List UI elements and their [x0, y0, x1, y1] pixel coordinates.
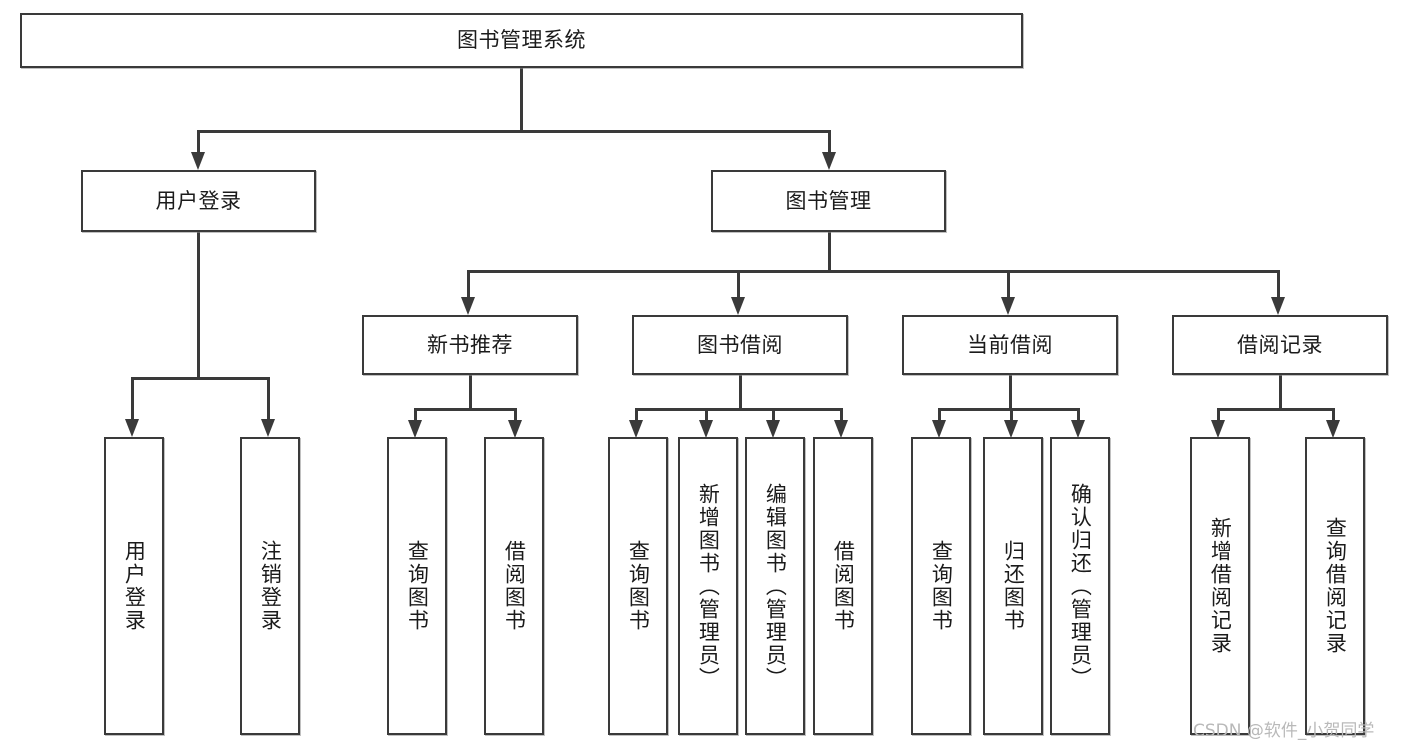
leaf-borrow-borrow-book[interactable]: 借阅图书: [813, 437, 873, 735]
arrowhead-current-return: [1004, 420, 1018, 438]
connector-userlogin-bus: [131, 377, 270, 380]
connector-bookborrow-drop-4: [840, 408, 843, 420]
leaf-borrow-borrow-book-label: 借阅图书: [831, 540, 856, 632]
arrowhead-borrow-add: [699, 420, 713, 438]
leaf-user-login-label: 用户登录: [122, 540, 147, 632]
arrowhead-leaf-user-logout: [261, 419, 275, 437]
connector-record-bus: [1217, 408, 1335, 411]
leaf-current-return-book[interactable]: 归还图书: [983, 437, 1043, 735]
connector-bookmanage-drop-4: [1277, 270, 1280, 297]
connector-current-drop-1: [938, 408, 941, 420]
connector-record-drop-1: [1217, 408, 1220, 420]
connector-bookborrow-bus: [635, 408, 843, 411]
connector-bookborrow-drop-1: [635, 408, 638, 420]
connector-root-stem: [520, 68, 523, 130]
leaf-newbook-query-book-label: 查询图书: [405, 540, 430, 632]
connector-bookborrow-stem: [739, 375, 742, 408]
arrowhead-current-borrow: [1001, 297, 1015, 315]
arrowhead-leaf-user-login: [125, 419, 139, 437]
leaf-record-add-record[interactable]: 新增借阅记录: [1190, 437, 1250, 735]
node-book-borrow[interactable]: 图书借阅: [632, 315, 848, 375]
connector-root-bus: [197, 130, 831, 133]
arrowhead-book-manage: [822, 152, 836, 170]
leaf-current-query-book-label: 查询图书: [929, 540, 954, 632]
node-borrow-record[interactable]: 借阅记录: [1172, 315, 1388, 375]
connector-current-stem: [1009, 375, 1012, 408]
connector-bookmanage-stem: [828, 232, 831, 270]
connector-userlogin-drop-1: [131, 377, 134, 419]
node-book-management[interactable]: 图书管理: [711, 170, 946, 232]
node-user-login[interactable]: 用户登录: [81, 170, 316, 232]
connector-current-bus: [938, 408, 1079, 411]
arrowhead-borrow-do: [834, 420, 848, 438]
connector-newbook-drop-2: [514, 408, 517, 420]
connector-bookmanage-drop-1: [467, 270, 470, 297]
connector-record-stem: [1279, 375, 1282, 408]
connector-bookmanage-drop-3: [1007, 270, 1010, 297]
connector-root-drop-right: [828, 130, 831, 152]
node-root[interactable]: 图书管理系统: [20, 13, 1023, 68]
arrowhead-record-add: [1211, 420, 1225, 438]
arrowhead-user-login: [191, 152, 205, 170]
arrowhead-book-borrow: [731, 297, 745, 315]
leaf-record-query-record[interactable]: 查询借阅记录: [1305, 437, 1365, 735]
connector-bookborrow-drop-3: [772, 408, 775, 420]
arrowhead-newbook-query: [408, 420, 422, 438]
leaf-current-confirm-return-admin[interactable]: 确认归还（管理员）: [1050, 437, 1110, 735]
leaf-user-logout-label: 注销登录: [258, 540, 283, 632]
connector-newbook-stem: [469, 375, 472, 408]
leaf-current-return-book-label: 归还图书: [1001, 540, 1026, 632]
leaf-user-login[interactable]: 用户登录: [104, 437, 164, 735]
node-borrow-record-label: 借阅记录: [1237, 332, 1323, 357]
node-book-borrow-label: 图书借阅: [697, 332, 783, 357]
node-current-borrow-label: 当前借阅: [967, 332, 1053, 357]
leaf-borrow-add-book-admin[interactable]: 新增图书（管理员）: [678, 437, 738, 735]
node-current-borrow[interactable]: 当前借阅: [902, 315, 1118, 375]
node-new-book-recommend[interactable]: 新书推荐: [362, 315, 578, 375]
leaf-current-confirm-return-admin-label: 确认归还（管理员）: [1068, 482, 1093, 690]
connector-newbook-bus: [414, 408, 517, 411]
leaf-borrow-query-book-label: 查询图书: [626, 540, 651, 632]
leaf-newbook-borrow-book-label: 借阅图书: [502, 540, 527, 632]
connector-root-drop-left: [197, 130, 200, 152]
leaf-borrow-add-book-admin-label: 新增图书（管理员）: [696, 482, 721, 690]
connector-bookmanage-bus: [467, 270, 1279, 273]
connector-bookborrow-drop-2: [705, 408, 708, 420]
connector-userlogin-stem: [197, 232, 200, 377]
leaf-borrow-edit-book-admin[interactable]: 编辑图书（管理员）: [745, 437, 805, 735]
leaf-borrow-edit-book-admin-label: 编辑图书（管理员）: [763, 482, 788, 690]
arrowhead-new-book-rec: [461, 297, 475, 315]
arrowhead-borrow-query: [629, 420, 643, 438]
arrowhead-record-query: [1326, 420, 1340, 438]
arrowhead-current-query: [932, 420, 946, 438]
connector-current-drop-3: [1077, 408, 1080, 420]
connector-userlogin-drop-2: [267, 377, 270, 419]
leaf-newbook-borrow-book[interactable]: 借阅图书: [484, 437, 544, 735]
leaf-newbook-query-book[interactable]: 查询图书: [387, 437, 447, 735]
node-user-login-label: 用户登录: [155, 188, 242, 213]
leaf-record-add-record-label: 新增借阅记录: [1208, 517, 1233, 655]
leaf-current-query-book[interactable]: 查询图书: [911, 437, 971, 735]
connector-record-drop-2: [1332, 408, 1335, 420]
arrowhead-newbook-borrow: [508, 420, 522, 438]
node-book-management-label: 图书管理: [785, 188, 872, 213]
connector-newbook-drop-1: [414, 408, 417, 420]
leaf-user-logout[interactable]: 注销登录: [240, 437, 300, 735]
arrowhead-borrow-record: [1271, 297, 1285, 315]
leaf-borrow-query-book[interactable]: 查询图书: [608, 437, 668, 735]
node-new-book-recommend-label: 新书推荐: [427, 332, 513, 357]
arrowhead-borrow-edit: [766, 420, 780, 438]
connector-current-drop-2: [1010, 408, 1013, 420]
leaf-record-query-record-label: 查询借阅记录: [1323, 517, 1348, 655]
connector-bookmanage-drop-2: [737, 270, 740, 297]
node-root-label: 图书管理系统: [457, 28, 586, 53]
arrowhead-current-confirm: [1071, 420, 1085, 438]
